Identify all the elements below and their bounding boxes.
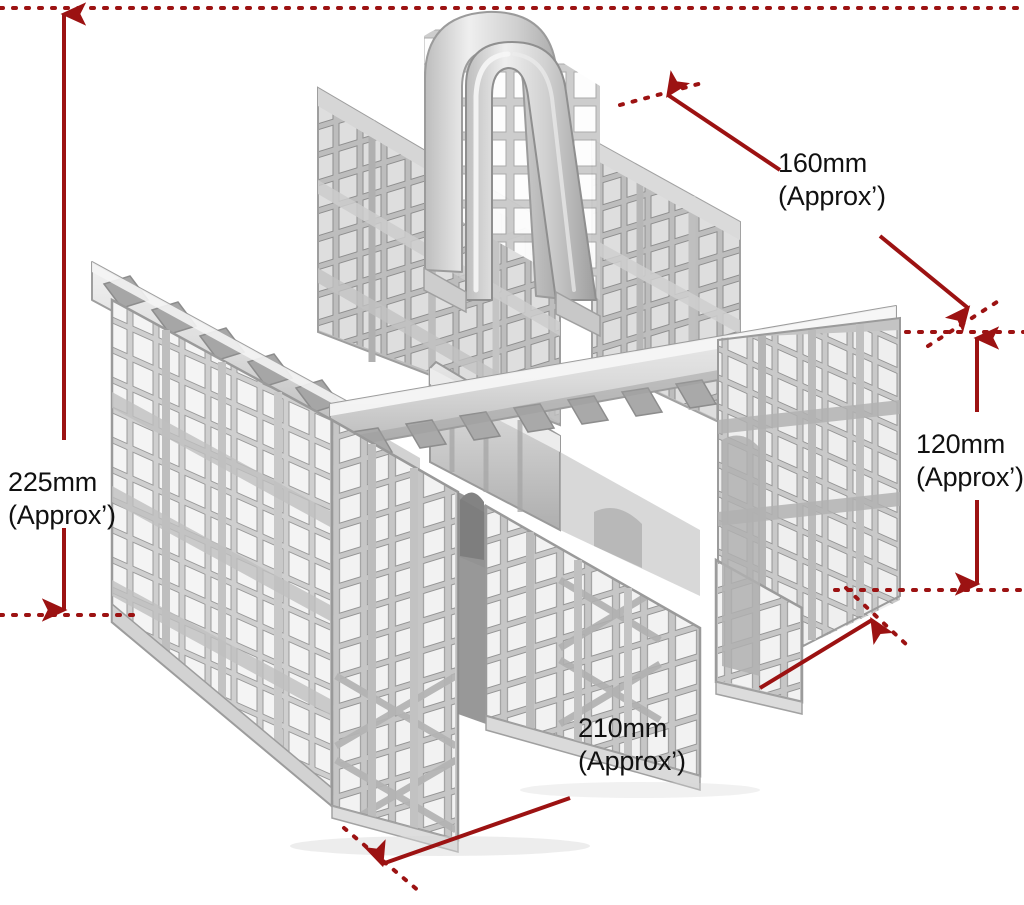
dimension-value-225mm: 225mm <box>8 467 98 497</box>
dimension-225mm <box>0 2 1024 622</box>
dimension-210mm <box>342 586 910 894</box>
dimension-value-210mm: 210mm <box>578 713 668 743</box>
basket-centre-gap <box>458 492 486 724</box>
dimension-160mm <box>618 70 1002 348</box>
dimension-label-160mm: 160mm (Approx’) <box>778 147 886 213</box>
dimension-approx-120mm: (Approx’) <box>916 461 1024 492</box>
dimension-label-210mm: 210mm (Approx’) <box>578 712 686 778</box>
dimension-approx-160mm: (Approx’) <box>778 180 886 211</box>
dimension-label-225mm: 225mm (Approx’) <box>8 466 116 532</box>
dimension-approx-210mm: (Approx’) <box>578 745 686 776</box>
dimension-value-120mm: 120mm <box>916 429 1006 459</box>
basket-front-left-leg <box>330 417 460 853</box>
basket-front-right-leg <box>714 435 804 715</box>
dimension-approx-225mm: (Approx’) <box>8 499 116 530</box>
dimension-label-120mm: 120mm (Approx’) <box>916 428 1024 494</box>
dimension-120mm <box>833 326 1024 596</box>
dimension-value-160mm: 160mm <box>778 148 868 178</box>
